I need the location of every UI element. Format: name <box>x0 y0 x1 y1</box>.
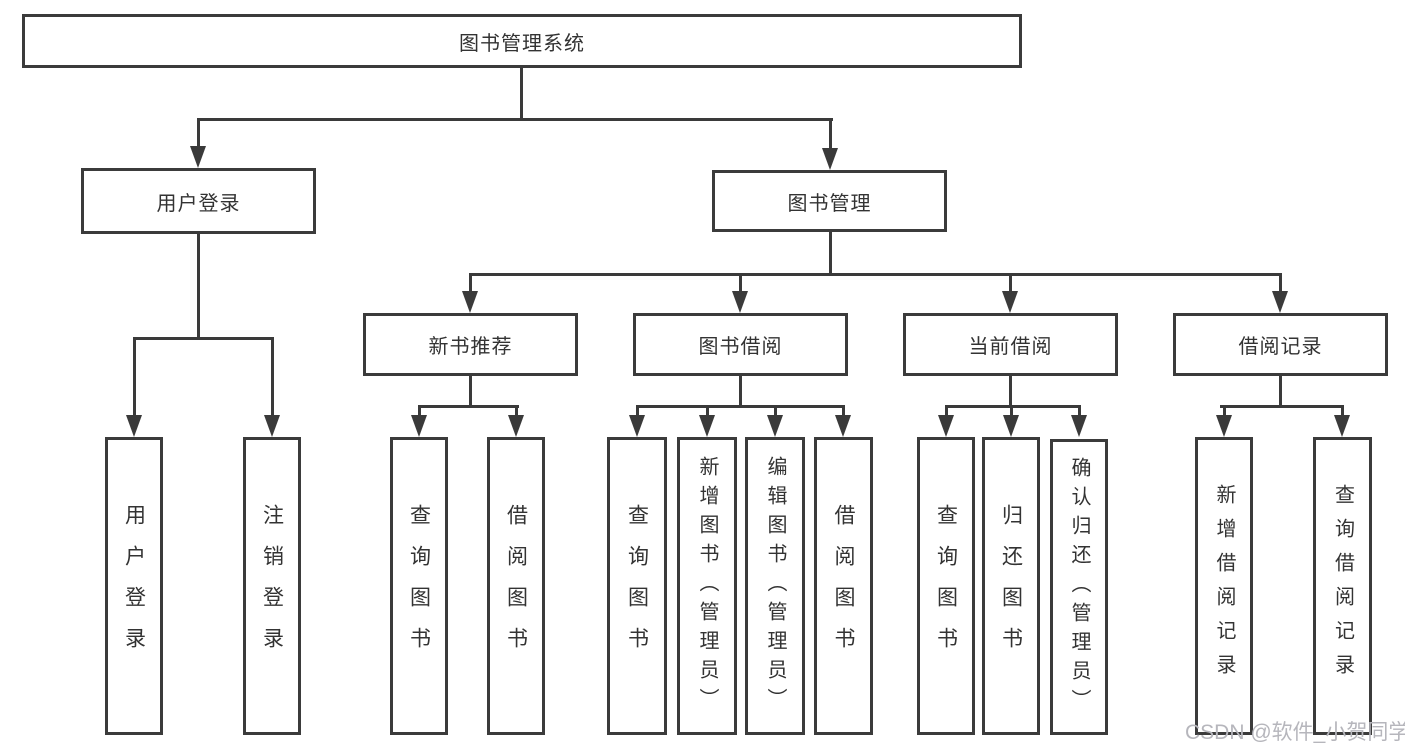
arrow-down-icon <box>1216 415 1232 437</box>
leaf-add-books-admin: 新增图书（管理员） <box>677 437 737 735</box>
connector-line <box>520 68 523 121</box>
arrow-down-icon <box>411 415 427 437</box>
leaf-borrow-books-1: 借阅图书 <box>487 437 545 735</box>
connector-line <box>197 118 200 148</box>
connector-line <box>1009 273 1012 293</box>
connector-line <box>774 405 777 417</box>
leaf-query-borrow-record: 查询借阅记录 <box>1313 437 1372 735</box>
arrow-down-icon <box>767 415 783 437</box>
node-root: 图书管理系统 <box>22 14 1022 68</box>
connector-line <box>1220 405 1344 408</box>
connector-line <box>1010 405 1013 417</box>
connector-line <box>418 405 421 417</box>
arrow-down-icon <box>1071 415 1087 437</box>
connector-line <box>945 405 1081 408</box>
arrow-down-icon <box>264 415 280 437</box>
connector-line <box>1279 376 1282 407</box>
connector-line <box>829 232 832 276</box>
leaf-return-books: 归还图书 <box>982 437 1040 735</box>
connector-line <box>271 337 274 416</box>
arrow-down-icon <box>508 415 524 437</box>
watermark: CSDN @软件_小贺同学 <box>1185 721 1405 744</box>
connector-line <box>418 405 519 408</box>
connector-line <box>636 405 639 417</box>
connector-line <box>515 405 518 417</box>
leaf-confirm-return-admin: 确认归还（管理员） <box>1050 439 1108 735</box>
node-current-borrowing: 当前借阅 <box>903 313 1118 376</box>
connector-line <box>636 405 845 408</box>
connector-line <box>1279 273 1282 293</box>
node-user-login-branch: 用户登录 <box>81 168 316 234</box>
connector-line <box>739 376 742 407</box>
leaf-user-login: 用户登录 <box>105 437 163 735</box>
arrow-down-icon <box>1272 291 1288 313</box>
arrow-down-icon <box>190 146 206 168</box>
connector-line <box>469 376 472 407</box>
connector-line <box>1009 376 1012 407</box>
leaf-logout: 注销登录 <box>243 437 301 735</box>
arrow-down-icon <box>835 415 851 437</box>
connector-line <box>133 337 274 340</box>
node-new-book-recommendation: 新书推荐 <box>363 313 578 376</box>
arrow-down-icon <box>1002 291 1018 313</box>
leaf-edit-books-admin: 编辑图书（管理员） <box>745 437 805 735</box>
connector-line <box>706 405 709 417</box>
arrow-down-icon <box>938 415 954 437</box>
leaf-add-borrow-record: 新增借阅记录 <box>1195 437 1253 735</box>
leaf-query-books-2: 查询图书 <box>607 437 667 735</box>
arrow-down-icon <box>699 415 715 437</box>
arrow-down-icon <box>629 415 645 437</box>
arrow-down-icon <box>732 291 748 313</box>
connector-line <box>197 234 200 340</box>
connector-line <box>842 405 845 417</box>
node-book-borrowing: 图书借阅 <box>633 313 848 376</box>
leaf-query-books-1: 查询图书 <box>390 437 448 735</box>
leaf-borrow-books-2: 借阅图书 <box>814 437 873 735</box>
arrow-down-icon <box>822 148 838 170</box>
arrow-down-icon <box>1003 415 1019 437</box>
arrow-down-icon <box>462 291 478 313</box>
connector-line <box>197 118 833 121</box>
connector-line <box>1078 405 1081 417</box>
node-borrowing-records: 借阅记录 <box>1173 313 1388 376</box>
arrow-down-icon <box>1334 415 1350 437</box>
leaf-query-books-3: 查询图书 <box>917 437 975 735</box>
arrow-down-icon <box>126 415 142 437</box>
connector-line <box>469 273 472 293</box>
node-book-management-branch: 图书管理 <box>712 170 947 232</box>
connector-line <box>469 273 1282 276</box>
connector-line <box>1341 405 1344 417</box>
connector-line <box>829 118 832 150</box>
connector-line <box>739 273 742 293</box>
connector-line <box>133 337 136 416</box>
connector-line <box>1223 405 1226 417</box>
connector-line <box>945 405 948 417</box>
